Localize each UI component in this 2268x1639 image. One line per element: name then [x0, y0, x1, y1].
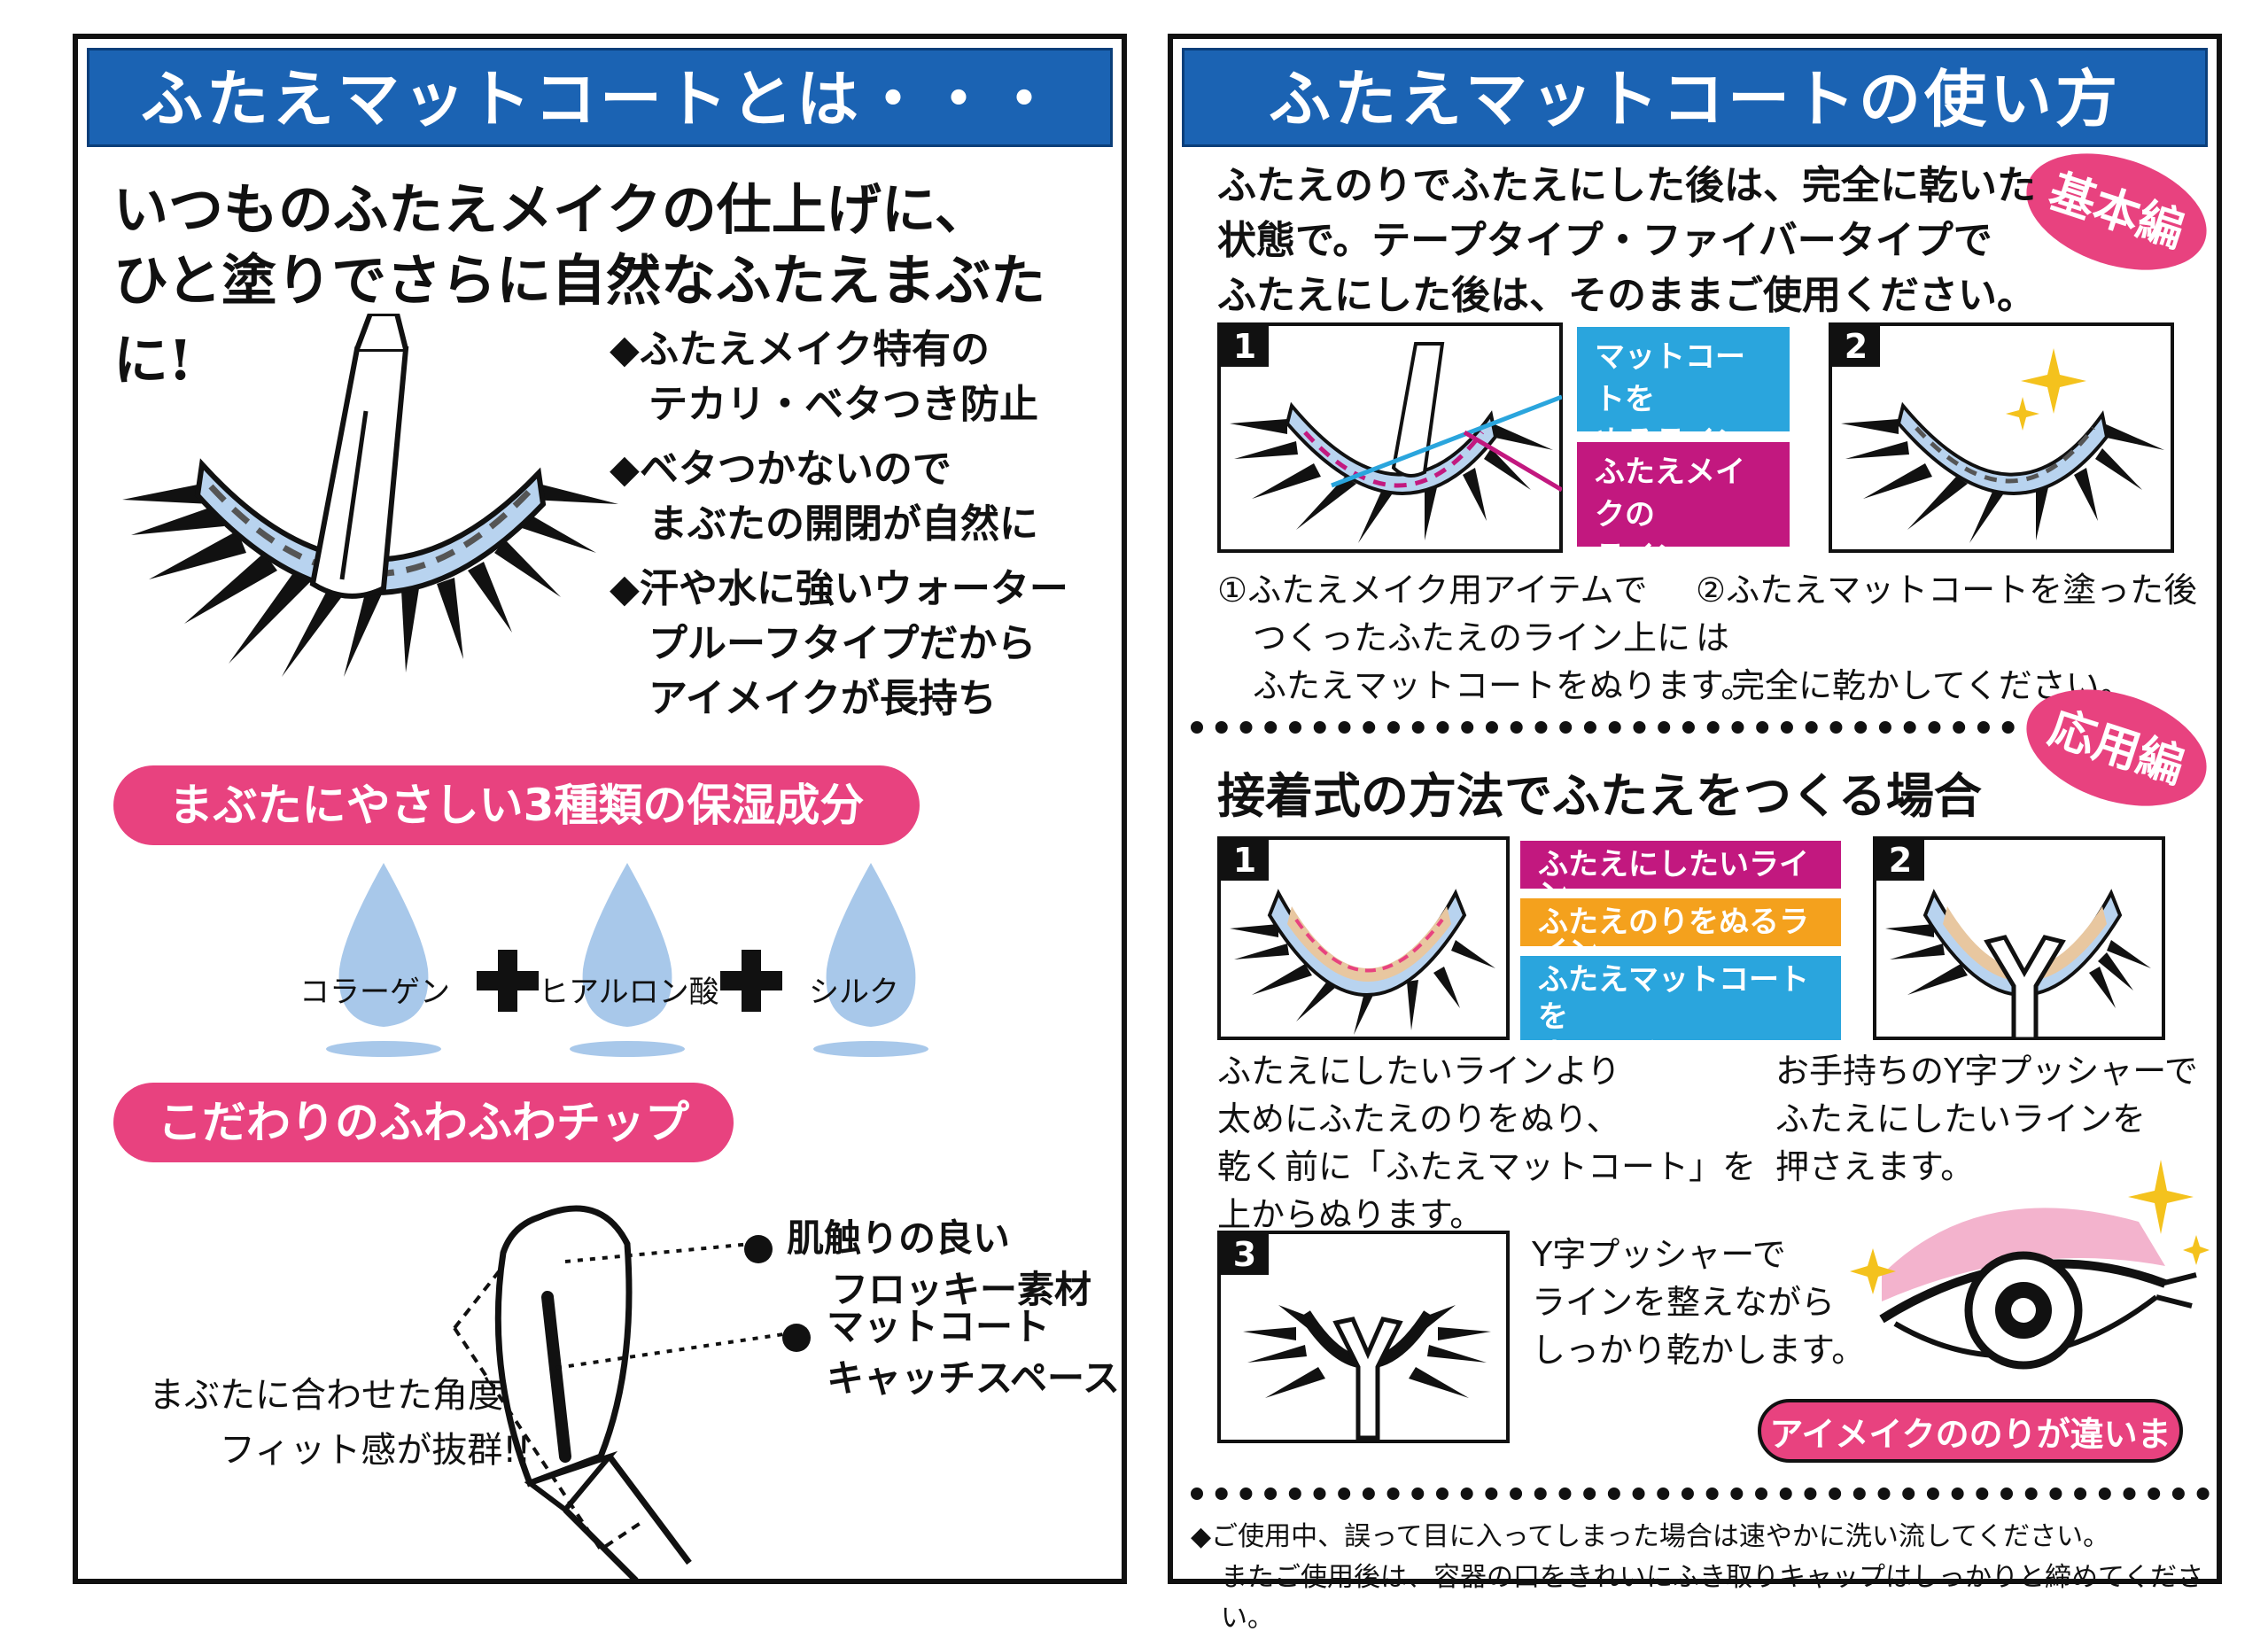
- applied-step-2-illustration: [1885, 889, 2151, 1039]
- step-number: 1: [1221, 326, 1269, 367]
- drop-icon-silk: [813, 863, 928, 1057]
- eyelash-brush-illustration: [122, 314, 618, 677]
- moisture-title-pill: まぶたにやさしい3種類の保湿成分: [113, 765, 920, 845]
- right-panel: ふたえマットコートの使い方 基本編 ふたえのりでふたえにした後は、完全に乾いた …: [1168, 34, 2222, 1634]
- applied-title: 接着式の方法でふたえをつくる場合: [1217, 768, 1982, 824]
- divider-dots-2: [1191, 1488, 2210, 1500]
- applied-step-2-box: 2: [1873, 836, 2165, 1040]
- feature-1: ◆ふたえメイク特有の テカリ・ベタつき防止: [610, 327, 1038, 427]
- basic-badge: 基本編: [2011, 132, 2222, 291]
- applied-step-3-box: 3: [1217, 1231, 1510, 1443]
- callout-futae-makeup-line: ふたえメイクの ライン: [1577, 442, 1790, 575]
- applied-caption-2: お手持ちのY字プッシャーで ふたえにしたいラインを 押さえます。: [1775, 1052, 2198, 1186]
- ingredient-silk: シルク: [809, 975, 899, 1010]
- eye-makeup-illustration: [1850, 1160, 2210, 1370]
- feature-3: ◆汗や水に強いウォーター プルーフタイプだから アイメイクが長持ち: [610, 566, 1068, 721]
- drop-icon-hyaluronic: [570, 863, 685, 1057]
- applied-caption-1: ふたえにしたいラインより 太めにふたえのりをぬり、 乾く前に「ふたえマットコート…: [1217, 1052, 1757, 1234]
- applied-step-1-illustration: [1230, 889, 1495, 1035]
- angle-label: まぶたに合わせた角度 フィット感が抜群!!: [149, 1375, 532, 1471]
- ingredient-hyaluronic: ヒアルロン酸: [539, 975, 719, 1010]
- step-number: 3: [1221, 1234, 1269, 1275]
- chip-title-pill: こだわりのふわふわチップ: [113, 1083, 734, 1162]
- basic-caption-2: ②ふたえマットコートを塗った後は 完全に乾かしてください。: [1696, 571, 2198, 705]
- lead-line-2: ひと塗りでさらに自然なふたえまぶたに!: [113, 248, 1046, 392]
- applied-step-1-box: 1: [1217, 836, 1510, 1040]
- lead-line-1: いつものふたえメイクの仕上げに、: [113, 177, 990, 242]
- bullet-dot-1: [744, 1235, 773, 1263]
- applied-caption-3: Y字プッシャーで ラインを整えながら しっかり乾かします。: [1532, 1235, 1866, 1370]
- chip-label-flocky: 肌触りの良い フロッキー素材: [787, 1216, 1092, 1311]
- chip-label-catch-space: マットコート キャッチスペース: [827, 1305, 1120, 1400]
- callout-matcoat-line: マットコートを ぬるライン: [1577, 327, 1790, 460]
- eye-tag-pill: アイメイクののりが違います。: [1758, 1399, 2183, 1518]
- plus-icon-2: [720, 950, 782, 1012]
- bullet-dot-2: [782, 1324, 811, 1352]
- callout-glue-line: ふたえのりをぬるライン: [1520, 898, 1841, 967]
- basic-step-2-box: 2: [1829, 322, 2174, 553]
- left-header: ふたえマットコートとは・・・: [87, 48, 1113, 147]
- left-panel: ふたえマットコートとは・・・ いつものふたえメイクの仕上げに、 ひと塗りでさらに…: [73, 34, 1127, 1584]
- step-number: 1: [1221, 840, 1269, 881]
- step-number: 2: [1832, 326, 1880, 367]
- basic-step-1-illustration: [1230, 342, 1562, 543]
- basic-step-2-illustration: [1841, 348, 2164, 543]
- ingredient-collagen: コラーゲン: [299, 975, 450, 1010]
- right-header: ふたえマットコートの使い方: [1182, 48, 2208, 147]
- callout-target-line: ふたえにしたいライン: [1520, 841, 1841, 910]
- callout-matcoat-line-2: ふたえマットコートを ぬるライン: [1520, 956, 1841, 1072]
- basic-step-1-box: 1: [1217, 322, 1563, 553]
- drop-icon-collagen: [326, 863, 441, 1057]
- angle-bracket: [453, 1264, 642, 1552]
- basic-lead: ふたえのりでふたえにした後は、完全に乾いた 状態で。テープタイプ・ファイバータイ…: [1217, 163, 2036, 318]
- notes: ◆ご使用中、誤って目に入ってしまった場合は速やかに洗い流してください。 またご使…: [1191, 1521, 2204, 1634]
- applied-step-3-illustration: [1243, 1305, 1491, 1441]
- applicator-tip-illustration: [494, 1205, 796, 1581]
- plus-icon-1: [477, 950, 539, 1012]
- basic-caption-1: ①ふたえメイク用アイテムで つくったふたえのライン上に ふたえマットコートをぬり…: [1217, 571, 1755, 705]
- divider-dots-1: [1191, 721, 2015, 734]
- feature-2: ◆ベタつかないので まぶたの開閉が自然に: [610, 447, 1038, 547]
- step-number: 2: [1876, 840, 1924, 881]
